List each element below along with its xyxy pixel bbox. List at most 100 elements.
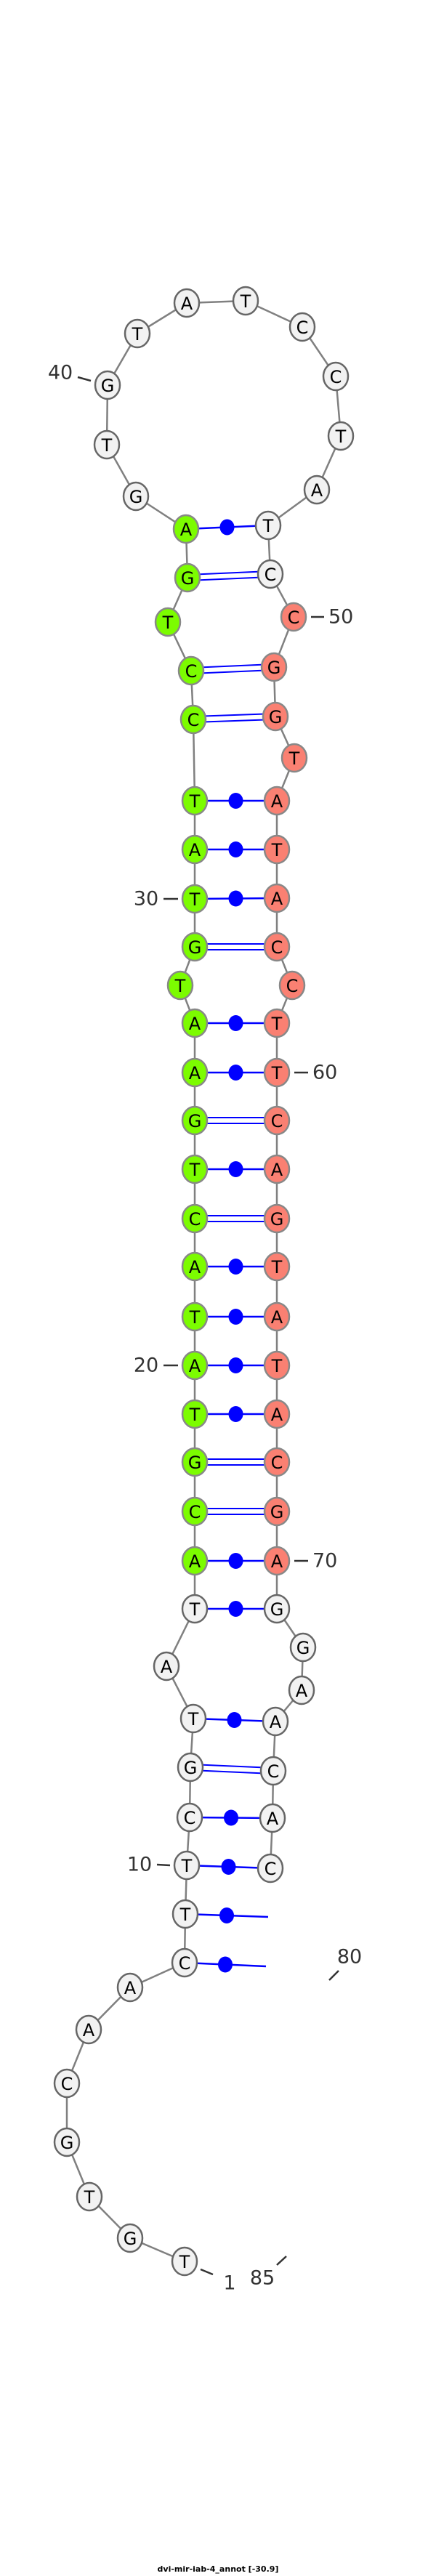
- nucleotide-28: T: [166, 970, 194, 1001]
- nucleotide-14: A: [153, 1651, 180, 1681]
- nucleotide-letter: A: [124, 1978, 137, 1998]
- nucleotide-letter: T: [187, 1709, 199, 1729]
- nucleotide-letter: T: [179, 2252, 190, 2272]
- nucleotide-circle: [93, 429, 121, 460]
- nucleotide-letter: T: [189, 1599, 201, 1620]
- nucleotide-circle: [176, 1802, 203, 1833]
- nucleotide-circle: [257, 559, 284, 589]
- structure-title: dvi-mir-iab-4_annot [-30.9]: [157, 2564, 279, 2574]
- nucleotide-22: A: [181, 1251, 209, 1282]
- nucleotide-letter: T: [189, 1160, 201, 1180]
- nucleotide-circle: [122, 481, 150, 512]
- nucleotide-11: C: [176, 1802, 203, 1833]
- nucleotide-letter: T: [271, 1257, 283, 1277]
- position-number: 60: [312, 1062, 337, 1084]
- nucleotide-16: A: [181, 1546, 209, 1576]
- nucleotide-letter: T: [189, 791, 201, 812]
- nucleotide-circle: [288, 312, 316, 342]
- nucleotide-62: A: [263, 1154, 291, 1184]
- nucleotide-letter: G: [269, 707, 283, 727]
- base-pair-11-76: [189, 1809, 273, 1826]
- nucleotide-circle: [181, 1496, 209, 1527]
- nucleotide-letter: C: [271, 937, 283, 958]
- nucleotide-24: T: [181, 1154, 209, 1184]
- nucleotide-21: T: [181, 1301, 209, 1332]
- nucleotide-letter: T: [240, 291, 251, 312]
- nucleotide-71: G: [263, 1594, 291, 1624]
- nucleotide-25: G: [181, 1105, 209, 1136]
- canonical-bond-line: [190, 1769, 273, 1774]
- nucleotide-circle: [179, 704, 207, 735]
- nucleotide-letter: T: [181, 1856, 193, 1876]
- nucleotide-9: T: [171, 1899, 199, 1929]
- nucleotide-letter: C: [189, 1502, 201, 1522]
- nucleotide-circle: [116, 2223, 144, 2253]
- nucleotide-letter: T: [189, 1307, 201, 1328]
- nucleotide-circle: [232, 286, 259, 316]
- nucleotide-circle: [263, 883, 291, 913]
- bond-dot-icon: [228, 1161, 243, 1177]
- nucleotide-letter: G: [184, 1758, 198, 1778]
- nucleotide-letter: G: [188, 1111, 202, 1131]
- nucleotide-circle: [181, 1008, 209, 1038]
- backbone: [65, 299, 342, 2263]
- nucleotide-33: C: [179, 704, 207, 735]
- nucleotide-59: T: [263, 1008, 291, 1038]
- base-pair-21-65: [195, 1309, 277, 1325]
- base-pair-9-78: [185, 1907, 269, 1923]
- nucleotide-letter: T: [179, 1905, 191, 1925]
- nucleotide-41: T: [124, 318, 151, 349]
- nucleotide-44: C: [288, 312, 316, 342]
- nucleotide-31: A: [181, 834, 209, 865]
- base-pair-22-64: [195, 1259, 277, 1275]
- nucleotide-circle: [181, 1301, 209, 1332]
- nucleotide-19: T: [181, 1399, 209, 1429]
- nucleotide-58: C: [278, 970, 306, 1001]
- nucleotide-letter: T: [189, 1405, 201, 1425]
- canonical-bond-line: [191, 669, 275, 674]
- nucleotide-letter: A: [83, 2020, 95, 2040]
- bond-dot-icon: [224, 1809, 238, 1826]
- nucleotide-letter: A: [189, 840, 201, 860]
- nucleotide-letter: T: [84, 2187, 95, 2208]
- nucleotide-circle: [327, 421, 355, 451]
- nucleotide-56: A: [263, 883, 291, 913]
- nucleotide-circle: [177, 655, 205, 686]
- canonical-bond-line: [193, 713, 275, 718]
- base-pair-29-57: [195, 943, 277, 950]
- bond-dot-icon: [218, 1956, 233, 1973]
- base-pair-30-56: [194, 890, 278, 907]
- nucleotide-letter: G: [270, 1209, 284, 1230]
- nucleotide-letter: G: [60, 2133, 74, 2153]
- nucleotide-circle: [181, 786, 209, 816]
- nucleotide-4: G: [53, 2127, 81, 2157]
- nucleotide-circle: [174, 562, 201, 593]
- nucleotide-circle: [181, 1546, 209, 1576]
- position-label-70: 70: [294, 1550, 337, 1572]
- nucleotide-circle: [76, 2181, 103, 2212]
- nucleotide-circle: [181, 1203, 209, 1234]
- nucleotide-circle: [263, 1594, 291, 1624]
- bond-dot-icon: [228, 793, 243, 809]
- base-pair-31-55: [195, 841, 277, 857]
- nucleotide-letter: G: [267, 658, 281, 678]
- nucleotide-letter: G: [188, 1453, 202, 1473]
- nucleotide-circle: [153, 1651, 180, 1681]
- nucleotide-circle: [171, 1947, 198, 1978]
- nucleotide-39: T: [93, 429, 121, 460]
- nucleotide-letter: A: [189, 1014, 201, 1034]
- nucleotide-circle: [262, 1706, 289, 1737]
- nucleotide-circle: [171, 1899, 199, 1929]
- bond-dot-icon: [228, 1357, 243, 1373]
- base-pair-27-59: [195, 1015, 277, 1031]
- nucleotide-63: G: [263, 1203, 291, 1234]
- nucleotide-1: T: [171, 2246, 198, 2277]
- nucleotide-circle: [280, 743, 308, 773]
- nucleotide-37: A: [172, 514, 200, 544]
- position-number: 50: [328, 606, 353, 629]
- nucleotide-34: C: [177, 655, 205, 686]
- nucleotide-circle: [116, 1972, 144, 2003]
- nucleotide-letter: A: [270, 1712, 282, 1732]
- position-label-40: 40: [48, 362, 92, 384]
